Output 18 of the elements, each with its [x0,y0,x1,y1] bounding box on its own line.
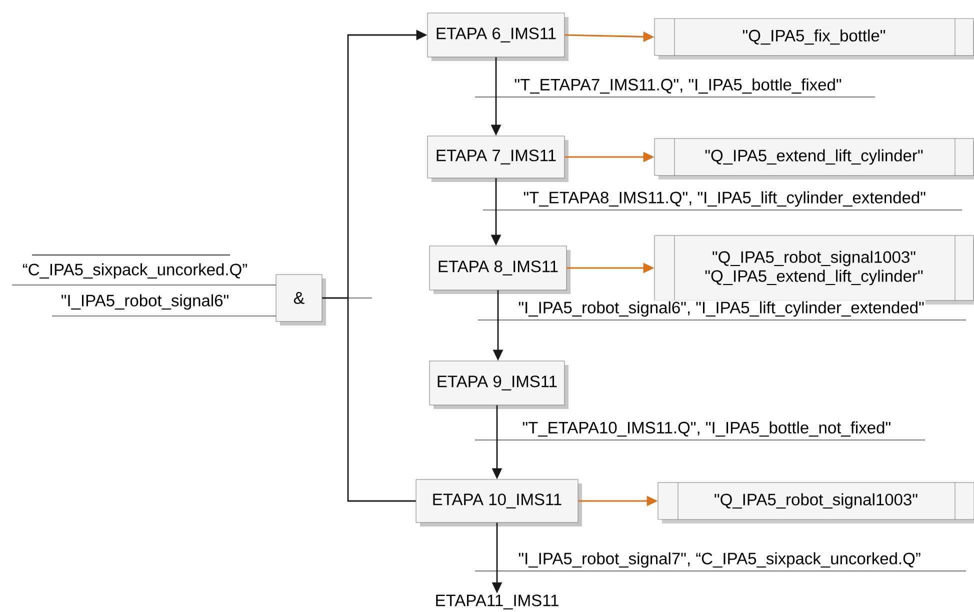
step-box: ETAPA 9_IMS11 [429,360,568,409]
transition-label: "T_ETAPA7_IMS11.Q", "I_IPA5_bottle_fixed" [513,77,843,95]
step-label: ETAPA11_IMS11 [436,594,558,610]
input-label: “C_IPA5_sixpack_uncorked.Q” [22,263,248,279]
transition-label: "T_ETAPA8_IMS11.Q", "I_IPA5_lift_cylinder_extended" [522,190,928,208]
transition-label: "T_ETAPA10_IMS11.Q", "I_IPA5_bottle_not_fixed" [521,420,892,438]
action-box: "Q_IPA5_robot_signal1003" [658,482,974,524]
step-box: ETAPA 8_IMS11 [429,246,570,294]
input-label: "I_IPA5_robot_signal6" [62,294,228,310]
transition-label: "I_IPA5_robot_signal7", “C_IPA5_sixpack_uncorked.Q” [517,551,922,569]
and-gate-box: & [276,274,326,326]
step-box: ETAPA 7_IMS11 [427,136,568,182]
transition-label: "I_IPA5_robot_signal6", "I_IPA5_lift_cylinder_extended" [517,300,926,318]
step-box: ETAPA 6_IMS11 [427,12,568,61]
action-box: "Q_IPA5_fix_bottle" [654,18,974,60]
connector-line [322,297,348,299]
action-box: "Q_IPA5_extend_lift_cylinder" [654,138,974,180]
step-box: ETAPA 10_IMS11 [416,479,582,526]
